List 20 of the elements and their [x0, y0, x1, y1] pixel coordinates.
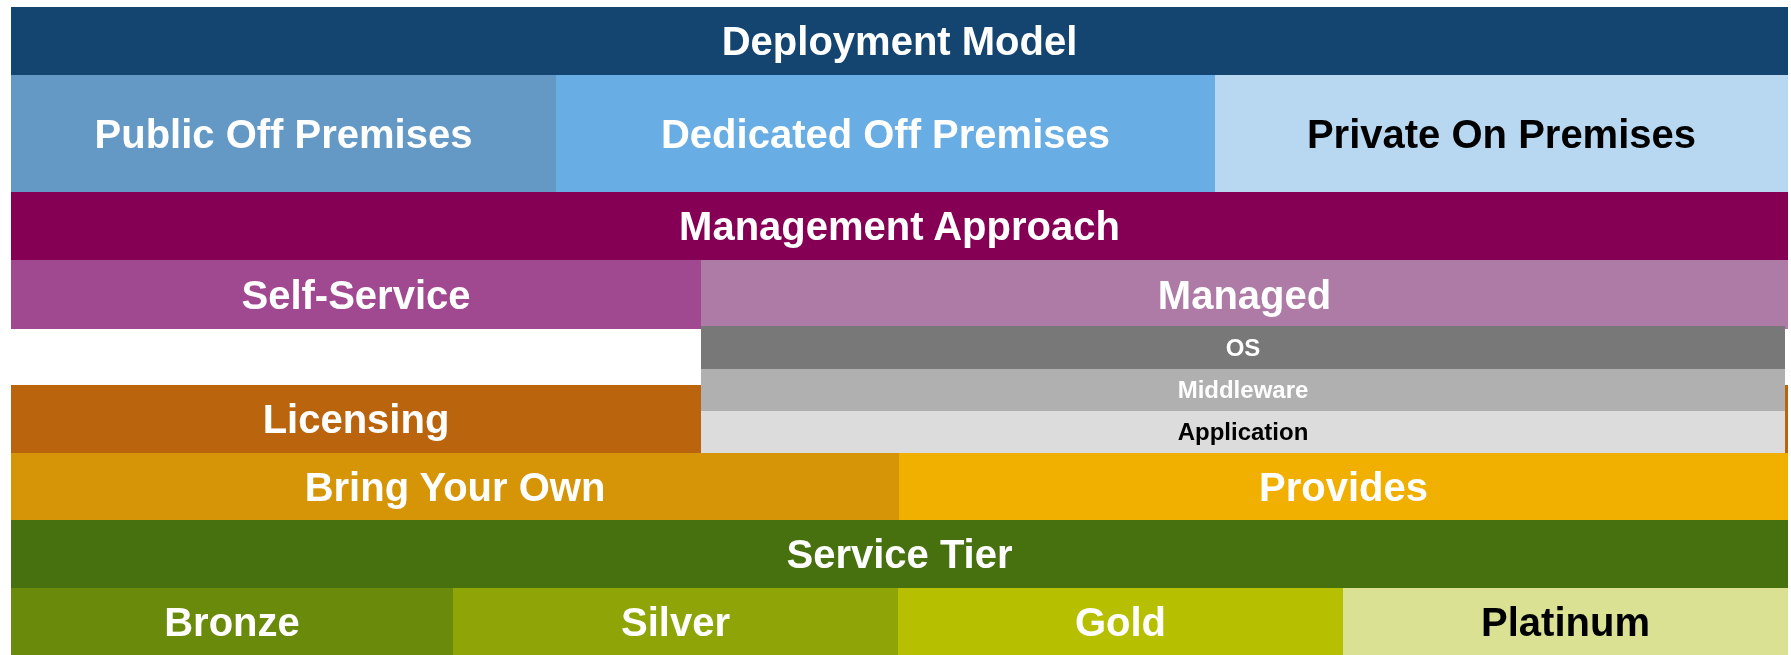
band-title: Service Tier [786, 534, 1013, 574]
category-box: Managed [701, 260, 1788, 329]
category-box: Dedicated Off Premises [556, 75, 1215, 192]
section-band [11, 520, 1788, 655]
category-box: Provides [899, 453, 1788, 520]
category-box: Public Off Premises [11, 75, 556, 192]
band-title: Deployment Model [721, 21, 1078, 61]
section-band [11, 7, 1788, 192]
section-band [11, 192, 1788, 329]
category-box: Gold [898, 588, 1343, 655]
category-box: Private On Premises [1215, 75, 1788, 192]
category-box: Silver [453, 588, 898, 655]
band-title: Licensing [262, 399, 450, 439]
category-box: Bring Your Own [11, 453, 899, 520]
category-box: OS [701, 326, 1785, 369]
category-box: Bronze [11, 588, 453, 655]
category-box: Middleware [701, 369, 1785, 411]
category-box: Self-Service [11, 260, 701, 329]
band-title: Management Approach [679, 206, 1120, 246]
category-box: Platinum [1343, 588, 1788, 655]
